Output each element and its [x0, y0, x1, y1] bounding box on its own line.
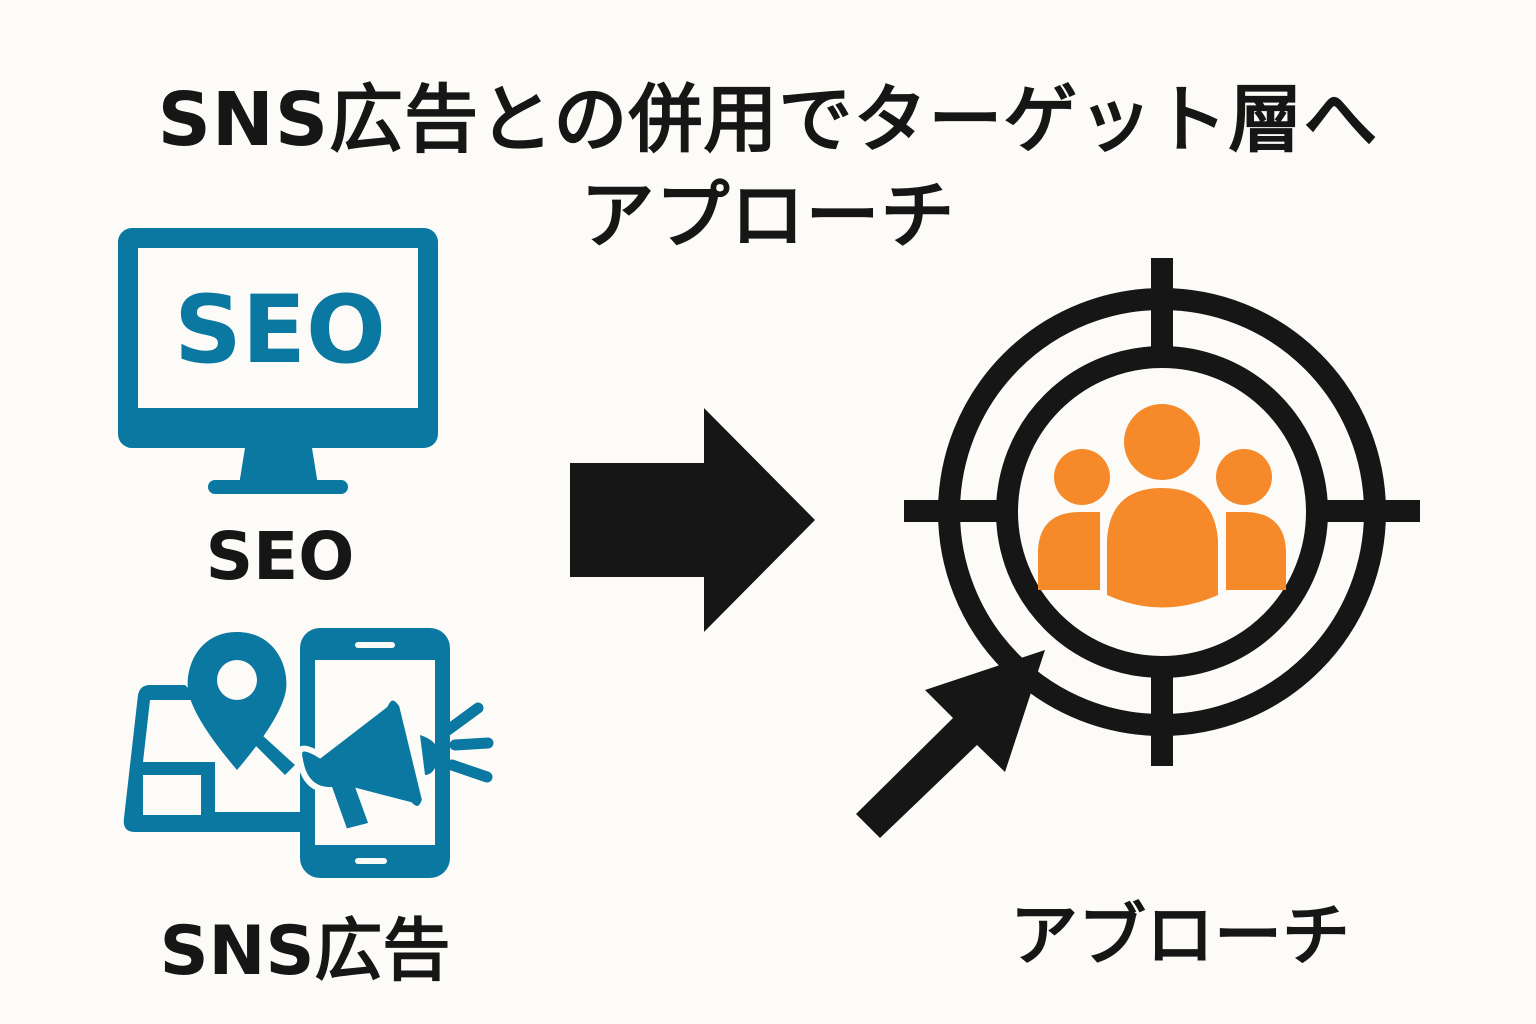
- title-line-2: アプローチ: [580, 173, 956, 259]
- approach-label: アブローチ: [1009, 897, 1350, 976]
- title-line-1: SNS広告との併用でターゲット層へ: [157, 77, 1379, 163]
- target-crosshair-icon: [904, 258, 1420, 766]
- monitor-seo-text: SEO: [174, 276, 386, 385]
- sns-ad-label: SNS広告: [159, 912, 451, 991]
- people-group-icon: [1038, 404, 1286, 608]
- map-pin-icon: [187, 632, 295, 775]
- monitor-icon: SEO: [118, 228, 438, 494]
- megaphone-icon: [296, 694, 494, 836]
- cursor-arrow-icon: [856, 650, 1045, 838]
- map-icon: [123, 685, 335, 832]
- arrow-right-icon: [570, 408, 815, 632]
- seo-label: SEO: [205, 518, 355, 595]
